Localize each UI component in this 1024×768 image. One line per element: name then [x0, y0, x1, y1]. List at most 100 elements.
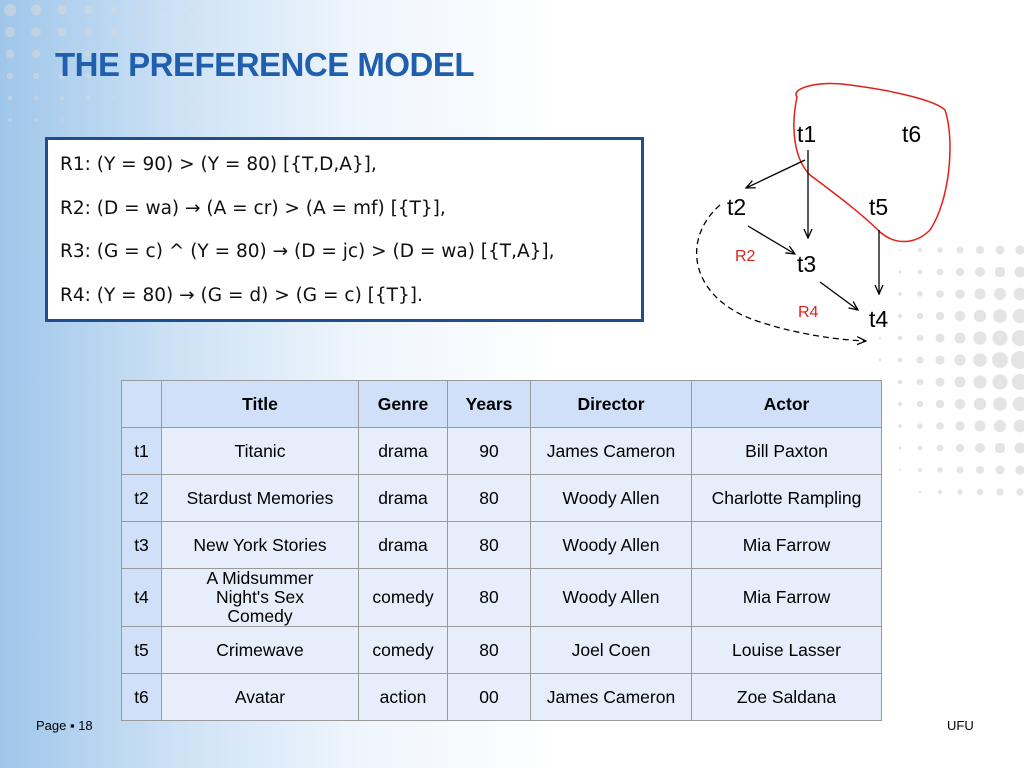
decorative-dot [33, 95, 39, 101]
decorative-dot [217, 9, 219, 11]
decorative-dot [60, 118, 64, 122]
table-header-row: Title Genre Years Director Actor [121, 380, 882, 428]
decorative-dot [111, 73, 117, 79]
cell-id: t4 [121, 568, 162, 627]
decorative-dot [993, 397, 1007, 411]
decorative-dot [58, 50, 66, 58]
rule-r1: R1: (Y = 90) > (Y = 80) [{T,D,A}], [60, 154, 377, 175]
cell-genre: comedy [358, 568, 448, 627]
decorative-dot [916, 312, 924, 320]
cell-genre: drama [358, 474, 448, 522]
decorative-dot [936, 268, 944, 276]
decorative-dot [936, 290, 944, 298]
header-title: Title [161, 380, 359, 428]
decorative-dot [916, 400, 924, 408]
cell-actor: Mia Farrow [691, 521, 882, 569]
decorative-dot [163, 29, 169, 35]
decorative-dot [57, 5, 67, 15]
table-row: t5 Crimewave comedy 80 Joel Coen Louise … [121, 626, 882, 674]
decorative-dot [898, 292, 902, 296]
decorative-dot [935, 355, 945, 365]
decorative-dot [217, 53, 219, 55]
decorative-dot [1012, 308, 1024, 324]
cell-years: 80 [447, 474, 531, 522]
decorative-dot [1011, 373, 1024, 391]
decorative-dot [897, 357, 903, 363]
decorative-dot [973, 309, 987, 323]
arrow-t2-t4-dashed [696, 204, 866, 341]
cell-actor: Charlotte Rampling [691, 474, 882, 522]
decorative-dot [898, 248, 902, 252]
rule-r4: R4: (Y = 80) → (G = d) > (G = c) [{T}]. [60, 284, 423, 306]
decorative-dot [917, 269, 923, 275]
cell-director: Woody Allen [530, 474, 692, 522]
decorative-dot [190, 30, 194, 34]
decorative-dot [1012, 396, 1024, 412]
decorative-dot [937, 247, 943, 253]
cell-actor: Mia Farrow [691, 568, 882, 627]
decorative-dot [1011, 351, 1024, 369]
decorative-dot [6, 72, 14, 80]
decorative-dot [954, 332, 966, 344]
decorative-dot [163, 7, 169, 13]
header-genre: Genre [358, 380, 448, 428]
cell-title: A Midsummer Night's Sex Comedy [161, 568, 359, 627]
decorative-dot [1013, 419, 1024, 433]
decorative-dot [954, 398, 966, 410]
decorative-dot [973, 353, 987, 367]
decorative-dot [83, 5, 93, 15]
decorative-dot [1015, 465, 1024, 475]
arrow-t1-t2 [746, 159, 806, 188]
decorative-dot [955, 421, 965, 431]
decorative-dot [165, 119, 167, 121]
decorative-dot [917, 423, 923, 429]
cell-id: t1 [121, 427, 162, 475]
organization-label: UFU [947, 718, 974, 733]
decorative-dot [936, 444, 944, 452]
cell-director: Joel Coen [530, 626, 692, 674]
decorative-dot [878, 314, 882, 318]
decorative-dot [974, 420, 986, 432]
rules-box: R1: (Y = 90) > (Y = 80) [{T,D,A}], R2: (… [45, 137, 644, 322]
decorative-dot [994, 442, 1006, 454]
decorative-dot [1016, 488, 1024, 496]
decorative-dot [954, 376, 966, 388]
cell-actor: Louise Lasser [691, 626, 882, 674]
decorative-dot [1015, 245, 1024, 255]
decorative-dot [138, 74, 142, 78]
decorative-dot [897, 379, 903, 385]
decorative-dot [137, 7, 143, 13]
decorative-dot [993, 309, 1007, 323]
decorative-dot [993, 419, 1007, 433]
node-t3: t3 [797, 251, 817, 277]
decorative-dot [84, 28, 92, 36]
header-id [121, 380, 162, 428]
decorative-dot [878, 336, 882, 340]
movies-table: Title Genre Years Director Actor t1 Tita… [121, 380, 882, 721]
cell-id: t6 [121, 673, 162, 721]
decorative-dot [111, 51, 117, 57]
cell-title: Avatar [161, 673, 359, 721]
decorative-dot [975, 245, 985, 255]
table-row: t6 Avatar action 00 James Cameron Zoe Sa… [121, 673, 882, 721]
decorative-dot [31, 49, 41, 59]
decorative-dot [34, 118, 38, 122]
decorative-dot [897, 313, 903, 319]
decorative-dot [937, 489, 943, 495]
decorative-dot [30, 4, 42, 16]
decorative-dot [217, 75, 219, 77]
table-row: t1 Titanic drama 90 James Cameron Bill P… [121, 427, 882, 475]
decorative-dot [916, 356, 924, 364]
cell-years: 00 [447, 673, 531, 721]
decorative-dot [110, 28, 118, 36]
decorative-dot [955, 289, 965, 299]
cell-id: t5 [121, 626, 162, 674]
decorative-dot [164, 74, 168, 78]
cell-years: 80 [447, 568, 531, 627]
rule-r2: R2: (D = wa) → (A = cr) > (A = mf) [{T}]… [60, 197, 446, 219]
decorative-dot [8, 118, 12, 122]
decorative-dot [85, 73, 91, 79]
group-outline [793, 82, 951, 243]
cell-years: 80 [447, 521, 531, 569]
decorative-dot [973, 375, 987, 389]
